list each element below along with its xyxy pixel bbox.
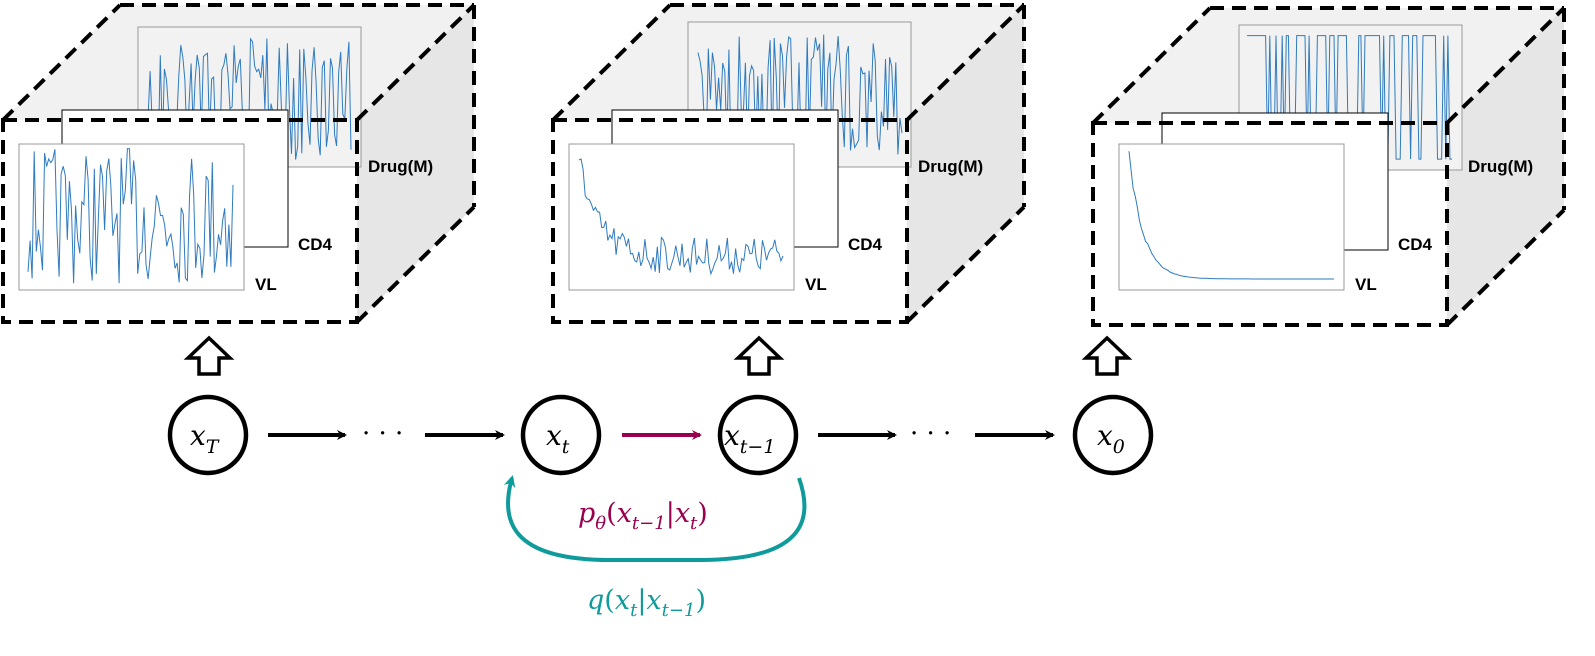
panel-xt1: Drug(M) CD4 VL bbox=[551, 3, 1026, 376]
node-x0: x0 bbox=[1072, 394, 1154, 476]
vl-series-line bbox=[578, 158, 784, 276]
ellipsis-1: · · · bbox=[362, 419, 403, 449]
ellipsis-2: · · · bbox=[910, 419, 951, 449]
cd4-label: CD4 bbox=[848, 235, 883, 254]
svg-text:xT: xT bbox=[190, 419, 220, 458]
forward-process-label: q(xt|xt−1) bbox=[587, 585, 706, 621]
vl-label: VL bbox=[805, 275, 827, 294]
svg-text:x0: x0 bbox=[1097, 419, 1125, 458]
cube-front-face bbox=[1091, 121, 1449, 327]
cd4-label: CD4 bbox=[1398, 235, 1433, 254]
panel-xT: Drug(M) CD4 VL bbox=[1, 3, 476, 376]
drug-series-line bbox=[147, 37, 352, 160]
up-arrow-icon bbox=[183, 335, 235, 376]
vl-plot bbox=[18, 143, 245, 291]
vl-label: VL bbox=[255, 275, 277, 294]
cd4-label: CD4 bbox=[298, 235, 333, 254]
up-arrow-icon bbox=[733, 335, 785, 376]
vl-series-line bbox=[27, 148, 234, 284]
node-xt-minus-1: xt−1 bbox=[717, 394, 799, 476]
forward-process-arrow bbox=[503, 475, 807, 562]
drug-label: Drug(M) bbox=[1468, 157, 1533, 176]
svg-text:xt−1: xt−1 bbox=[724, 419, 775, 458]
cube-side-face bbox=[907, 5, 1024, 322]
up-arrow-icon bbox=[1081, 335, 1133, 376]
drug-label: Drug(M) bbox=[368, 157, 433, 176]
vl-label: VL bbox=[1355, 275, 1377, 294]
node-xt: xt bbox=[520, 394, 602, 476]
node-xT: xT bbox=[167, 394, 249, 476]
vl-plot bbox=[568, 143, 795, 291]
cube-front-face bbox=[1, 118, 359, 324]
panel-x0: Drug(M) CD4 VL bbox=[1081, 6, 1566, 376]
cube-front-face bbox=[551, 118, 909, 324]
vl-plot bbox=[1118, 143, 1345, 291]
cube-side-face bbox=[357, 5, 474, 322]
reverse-process-label: pθ(xt−1|xt) bbox=[578, 498, 708, 534]
vl-series-line bbox=[1128, 151, 1334, 280]
svg-text:xt: xt bbox=[546, 419, 570, 458]
drug-label: Drug(M) bbox=[918, 157, 983, 176]
cube-side-face bbox=[1447, 8, 1564, 325]
